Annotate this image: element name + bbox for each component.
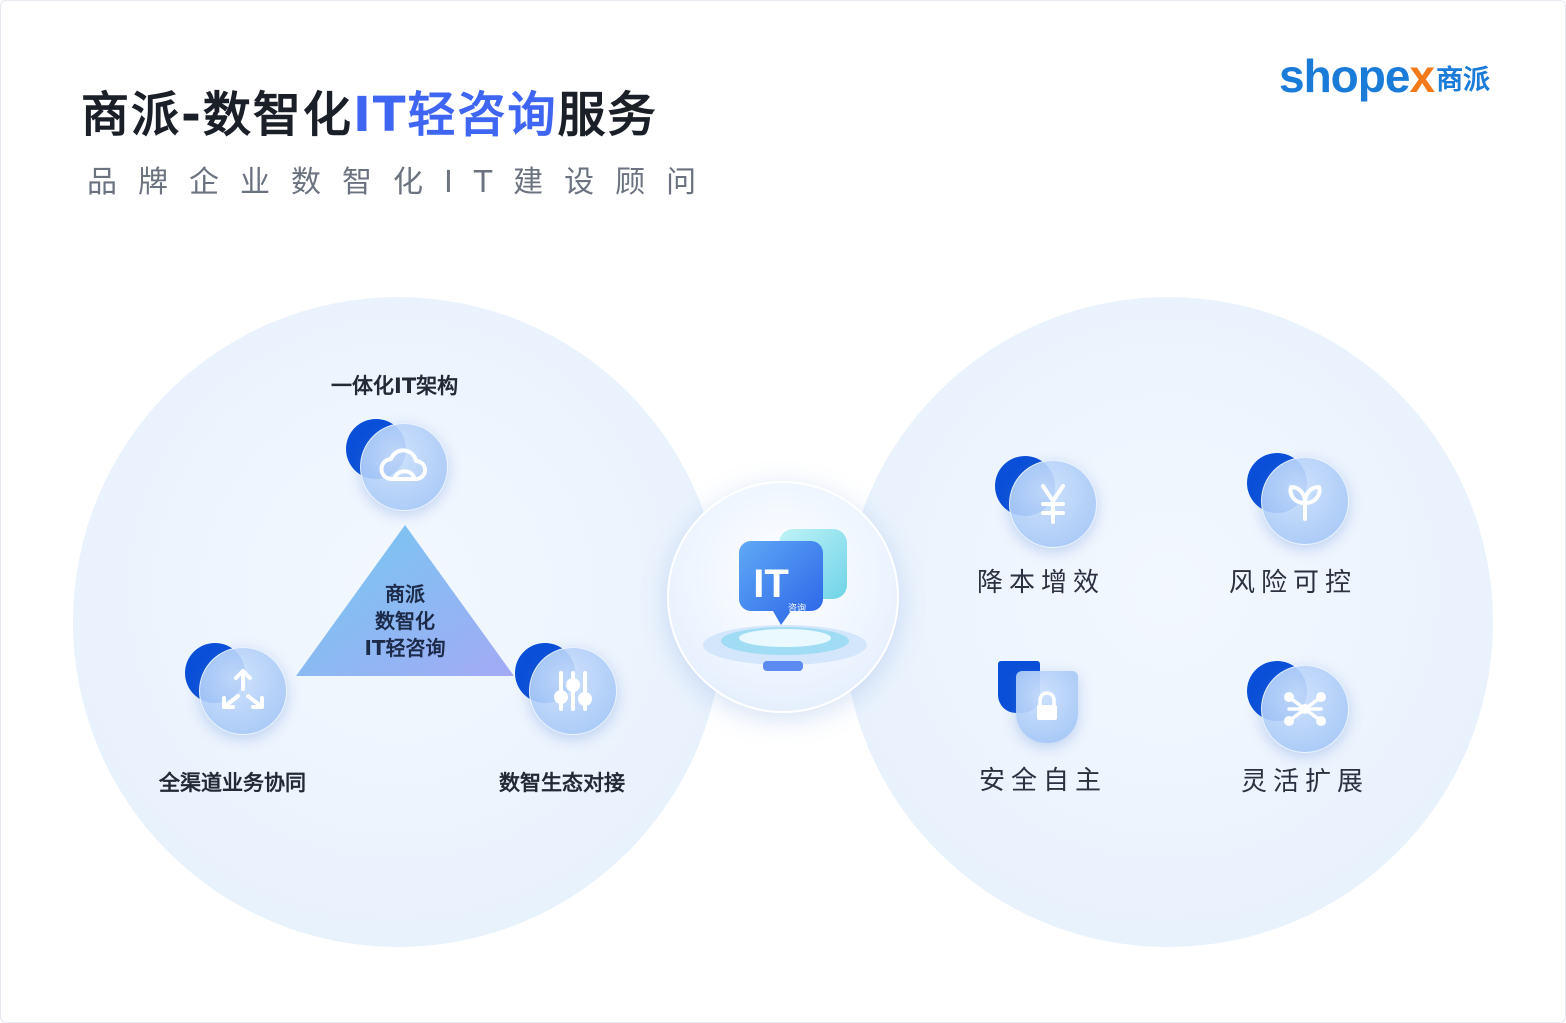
label-integrated-architecture: 一体化IT架构 [331,374,459,398]
cloud-icon [379,448,427,481]
label-cost-efficiency: 降本增效 [977,568,1106,598]
title-prefix: 商派-数智化 [81,87,353,143]
sliders-icon [554,671,592,711]
shopex-logo: shopex 商派 [1279,53,1490,99]
label-security: 安全自主 [979,766,1108,796]
hub-badge-main: IT [753,562,789,606]
page-subtitle: 品牌企业数智化IT建设顾问 [87,165,718,200]
node-integrated-architecture [346,419,450,515]
logo-word-x: x [1409,50,1435,102]
logo-word-a: shope [1279,50,1410,102]
node-omnichannel [185,643,289,739]
logo-cn: 商派 [1436,65,1491,96]
page-title: 商派-数智化IT轻咨询服务 [81,75,658,145]
node-security [998,661,1102,757]
arrows-expand-icon [222,669,264,709]
center-triangle [296,525,514,676]
node-risk-control [1247,453,1351,549]
label-flexible-expansion: 灵活扩展 [1241,767,1370,797]
node-ecosystem [515,643,619,739]
triangle-line-1: 商派 [385,582,425,606]
hub-badge: IT 咨询 [667,481,899,713]
lock-shield-icon [1037,691,1057,720]
node-cost-efficiency [995,456,1099,552]
it-consult-icon: IT 咨询 [703,529,867,671]
label-risk-control: 风险可控 [1229,568,1358,598]
hub-badge-sub: 咨询 [788,602,806,614]
triangle-text: 商派 数智化 IT轻咨询 [345,581,465,662]
node-flexible-expansion [1247,661,1351,757]
triangle-line-2: 数智化 [375,609,435,633]
yuan-icon [1041,484,1065,524]
right-circle-bg [843,297,1493,947]
sprout-icon [1288,485,1322,521]
logo-wordmark: shopex [1279,50,1435,102]
triangle-line-3: IT轻咨询 [364,636,446,660]
title-highlight: IT轻咨询 [352,87,558,143]
label-omnichannel: 全渠道业务协同 [159,771,306,795]
title-suffix: 服务 [557,87,658,143]
label-ecosystem: 数智生态对接 [499,771,625,795]
network-icon [1284,692,1326,726]
